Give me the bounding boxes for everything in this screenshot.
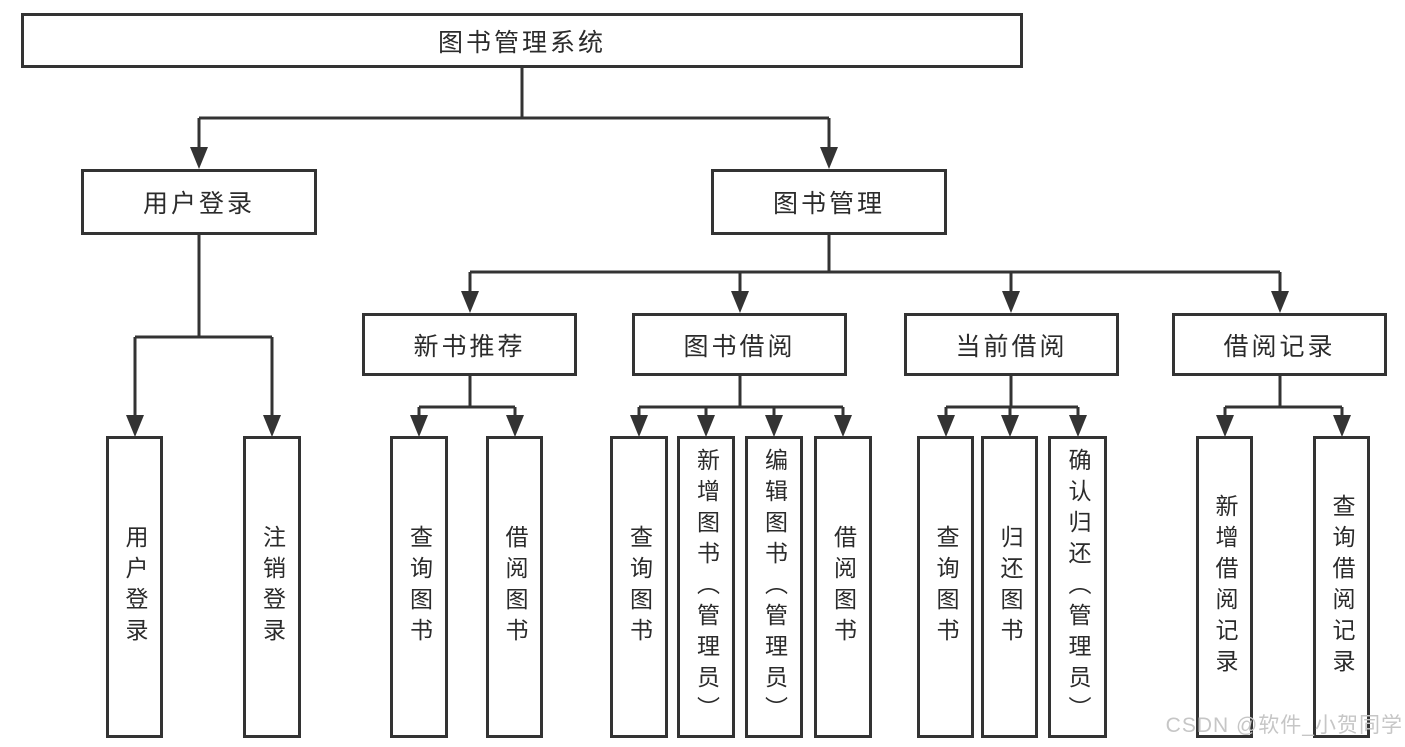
node-book-borrow: 图书借阅 xyxy=(632,313,847,376)
leaf-user-login: 用户登录 xyxy=(106,436,163,738)
connector-book-management-branch xyxy=(461,235,1289,313)
leaf-borrow-add-book-admin: 新增图书（管理员） xyxy=(677,436,735,738)
leaf-newbook-query-books: 查询图书 xyxy=(390,436,448,738)
node-book-management: 图书管理 xyxy=(711,169,947,235)
connector-book-borrow-branch xyxy=(630,376,852,437)
connector-new-book-branch xyxy=(410,376,524,437)
node-new-book-recommend: 新书推荐 xyxy=(362,313,577,376)
leaf-newbook-borrow-books: 借阅图书 xyxy=(486,436,543,738)
leaf-borrow-query-books: 查询图书 xyxy=(610,436,668,738)
connector-current-borrow-branch xyxy=(937,376,1087,437)
leaf-records-query-record: 查询借阅记录 xyxy=(1313,436,1370,738)
connector-root-to-level2 xyxy=(190,68,838,169)
node-borrow-records: 借阅记录 xyxy=(1172,313,1387,376)
node-root-system: 图书管理系统 xyxy=(21,13,1023,68)
node-current-borrow: 当前借阅 xyxy=(904,313,1119,376)
csdn-watermark: CSDN @软件_小贺同学 xyxy=(1165,714,1403,737)
node-user-login: 用户登录 xyxy=(81,169,317,235)
leaf-records-add-record: 新增借阅记录 xyxy=(1196,436,1253,738)
leaf-current-return-books: 归还图书 xyxy=(981,436,1038,738)
leaf-current-confirm-return-admin: 确认归还（管理员） xyxy=(1048,436,1107,738)
leaf-borrow-borrow-books: 借阅图书 xyxy=(814,436,872,738)
leaf-logout: 注销登录 xyxy=(243,436,301,738)
connector-user-login-branch xyxy=(126,235,281,437)
connector-borrow-records-branch xyxy=(1216,376,1351,437)
leaf-borrow-edit-book-admin: 编辑图书（管理员） xyxy=(745,436,803,738)
leaf-current-query-books: 查询图书 xyxy=(917,436,974,738)
